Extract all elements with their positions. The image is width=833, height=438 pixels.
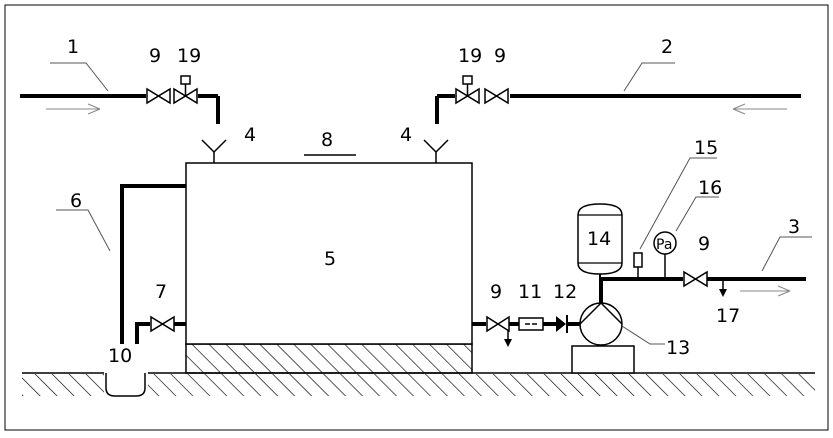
- label-15: 15: [694, 137, 718, 159]
- label-14: 14: [587, 228, 611, 250]
- pressure-gauge: [653, 231, 677, 279]
- gauge-label: Pa: [656, 237, 672, 253]
- strainer: [518, 317, 544, 331]
- label-2: 2: [661, 36, 673, 58]
- check-valve: [556, 315, 568, 333]
- pressure-switch: [633, 252, 643, 279]
- label-9-top-left: 9: [149, 45, 161, 67]
- solenoid-valve-left: [173, 75, 198, 105]
- tank-foundation: [185, 343, 473, 374]
- gate-valve-discharge: [683, 270, 708, 288]
- label-11: 11: [518, 281, 542, 303]
- inlet-funnel-left: [201, 139, 227, 163]
- inlet-pipe-right: [435, 94, 801, 124]
- gate-valve-top-right: [484, 87, 509, 105]
- label-7: 7: [155, 281, 167, 303]
- label-9-discharge: 9: [698, 233, 710, 255]
- solenoid-valve-right: [455, 75, 480, 105]
- sample-tap: [719, 279, 727, 297]
- label-10: 10: [108, 345, 132, 367]
- label-5: 5: [324, 248, 336, 270]
- water-tank: [185, 162, 473, 345]
- inlet-pipe-left: [20, 94, 220, 124]
- label-13: 13: [666, 337, 690, 359]
- flow-arrow-right-in: [732, 103, 787, 115]
- label-16: 16: [698, 177, 722, 199]
- overflow-pipe: [120, 184, 186, 344]
- gate-valve-top-left: [146, 87, 171, 105]
- pump: [571, 302, 635, 374]
- leader-lines: [50, 62, 812, 345]
- label-9-suction: 9: [490, 281, 502, 303]
- gate-valve-suction: [486, 315, 512, 347]
- label-3: 3: [788, 216, 800, 238]
- gate-valve-drain: [150, 315, 175, 333]
- inlet-funnel-right: [423, 139, 449, 163]
- label-4-right: 4: [400, 124, 412, 146]
- label-8: 8: [321, 129, 333, 151]
- callout-labels: 1 2 3 4 4 5 6 7 8 9 9 9 9 10 11 12 13 14…: [67, 36, 800, 367]
- label-4-left: 4: [244, 124, 256, 146]
- label-19-right: 19: [458, 45, 482, 67]
- drawing-frame: [4, 4, 829, 431]
- label-19-left: 19: [177, 45, 201, 67]
- label-9-top-right: 9: [494, 45, 506, 67]
- flow-arrow-out: [740, 285, 791, 297]
- drain-pipe: [135, 322, 186, 344]
- label-17: 17: [716, 305, 740, 327]
- pressure-tank: [577, 203, 623, 279]
- label-6: 6: [70, 190, 82, 212]
- label-1: 1: [67, 36, 79, 58]
- flow-arrow-left-in: [46, 103, 101, 115]
- label-12: 12: [553, 281, 577, 303]
- drain-pit: [104, 366, 148, 398]
